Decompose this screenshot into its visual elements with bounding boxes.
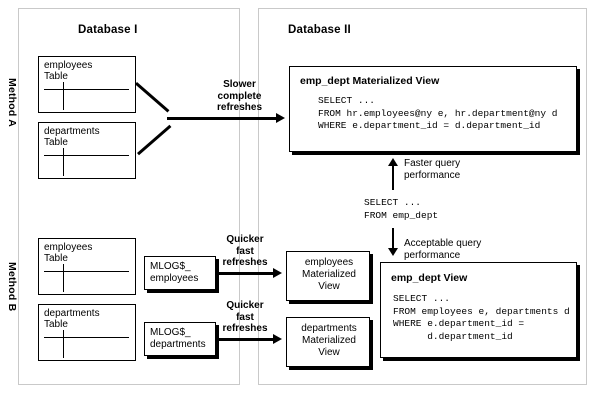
table-glyph-vline <box>63 148 64 176</box>
table-name-departments-a: departments <box>44 126 100 137</box>
table-box-departments-a: departments Table <box>38 122 136 179</box>
materialized-view-title: emp_dept Materialized View <box>300 75 440 87</box>
table-name-employees-a: employees <box>44 60 93 71</box>
arrow-head-slower-refresh <box>276 113 285 123</box>
arrow-label-quicker-refresh-2: Quicker fast refreshes <box>222 300 268 334</box>
mlog-box-employees: MLOG$_ employees <box>144 256 216 290</box>
table-glyph-hline <box>44 155 129 156</box>
table-kind-employees-a: Table <box>44 71 68 82</box>
table-glyph-hline <box>44 271 129 272</box>
view-emp-dept: emp_dept View SELECT ... FROM employees … <box>380 262 577 358</box>
arrow-line-acceptable-query <box>392 228 394 250</box>
arrow-label-quicker-refresh-1: Quicker fast refreshes <box>222 234 268 268</box>
table-glyph-hline <box>44 89 129 90</box>
query-sql-emp-dept: SELECT ... FROM emp_dept <box>364 197 439 221</box>
arrow-head-acceptable-query <box>388 248 398 256</box>
mv-employees-line3: View <box>318 281 340 292</box>
method-a-label: Method A <box>6 78 18 128</box>
arrow-label-slower-refreshes: Slower complete refreshes <box>216 79 263 113</box>
table-box-departments-b: departments Table <box>38 304 136 361</box>
arrow-line-quicker-refresh-2 <box>216 338 274 341</box>
table-box-employees-a: employees Table <box>38 56 136 113</box>
label-acceptable-query-performance: Acceptable query performance <box>404 238 482 261</box>
arrow-head-faster-query <box>388 158 398 166</box>
arrow-head-quicker-refresh-1 <box>273 268 282 278</box>
mlog-departments-line1: MLOG$_ <box>150 327 191 338</box>
table-name-departments-b: departments <box>44 308 100 319</box>
table-kind-departments-a: Table <box>44 137 68 148</box>
panel-title-database-2: Database II <box>288 24 351 36</box>
view-title: emp_dept View <box>391 272 468 284</box>
mlog-employees-line2: employees <box>150 273 199 284</box>
table-box-employees-b: employees Table <box>38 238 136 295</box>
table-name-employees-b: employees <box>44 242 93 253</box>
table-glyph-vline <box>63 264 64 292</box>
materialized-view-emp-dept: emp_dept Materialized View SELECT ... FR… <box>289 66 577 152</box>
arrow-line-slower-refresh <box>167 117 277 120</box>
mlog-employees-line1: MLOG$_ <box>150 261 191 272</box>
table-kind-employees-b: Table <box>44 253 68 264</box>
label-faster-query-performance: Faster query performance <box>404 158 461 181</box>
method-b-label: Method B <box>6 262 18 312</box>
arrow-line-faster-query <box>392 166 394 190</box>
table-glyph-vline <box>63 330 64 358</box>
mv-employees-line1: employees <box>304 257 354 268</box>
mv-employees-line2: Materialized <box>302 269 356 280</box>
mv-departments-line2: Materialized <box>302 335 356 346</box>
mv-departments-line3: View <box>318 347 340 358</box>
table-glyph-hline <box>44 337 129 338</box>
materialized-view-box-employees: employees Materialized View <box>286 251 370 301</box>
materialized-view-sql: SELECT ... FROM hr.employees@ny e, hr.de… <box>318 95 558 131</box>
panel-title-database-1: Database I <box>78 24 138 36</box>
materialized-view-box-departments: departments Materialized View <box>286 317 370 367</box>
mlog-box-departments: MLOG$_ departments <box>144 322 216 356</box>
mv-departments-line1: departments <box>301 323 357 334</box>
table-kind-departments-b: Table <box>44 319 68 330</box>
arrow-line-quicker-refresh-1 <box>216 272 274 275</box>
view-sql: SELECT ... FROM employees e, departments… <box>393 293 570 342</box>
table-glyph-vline <box>63 82 64 110</box>
arrow-head-quicker-refresh-2 <box>273 334 282 344</box>
mlog-departments-line2: departments <box>150 339 206 350</box>
